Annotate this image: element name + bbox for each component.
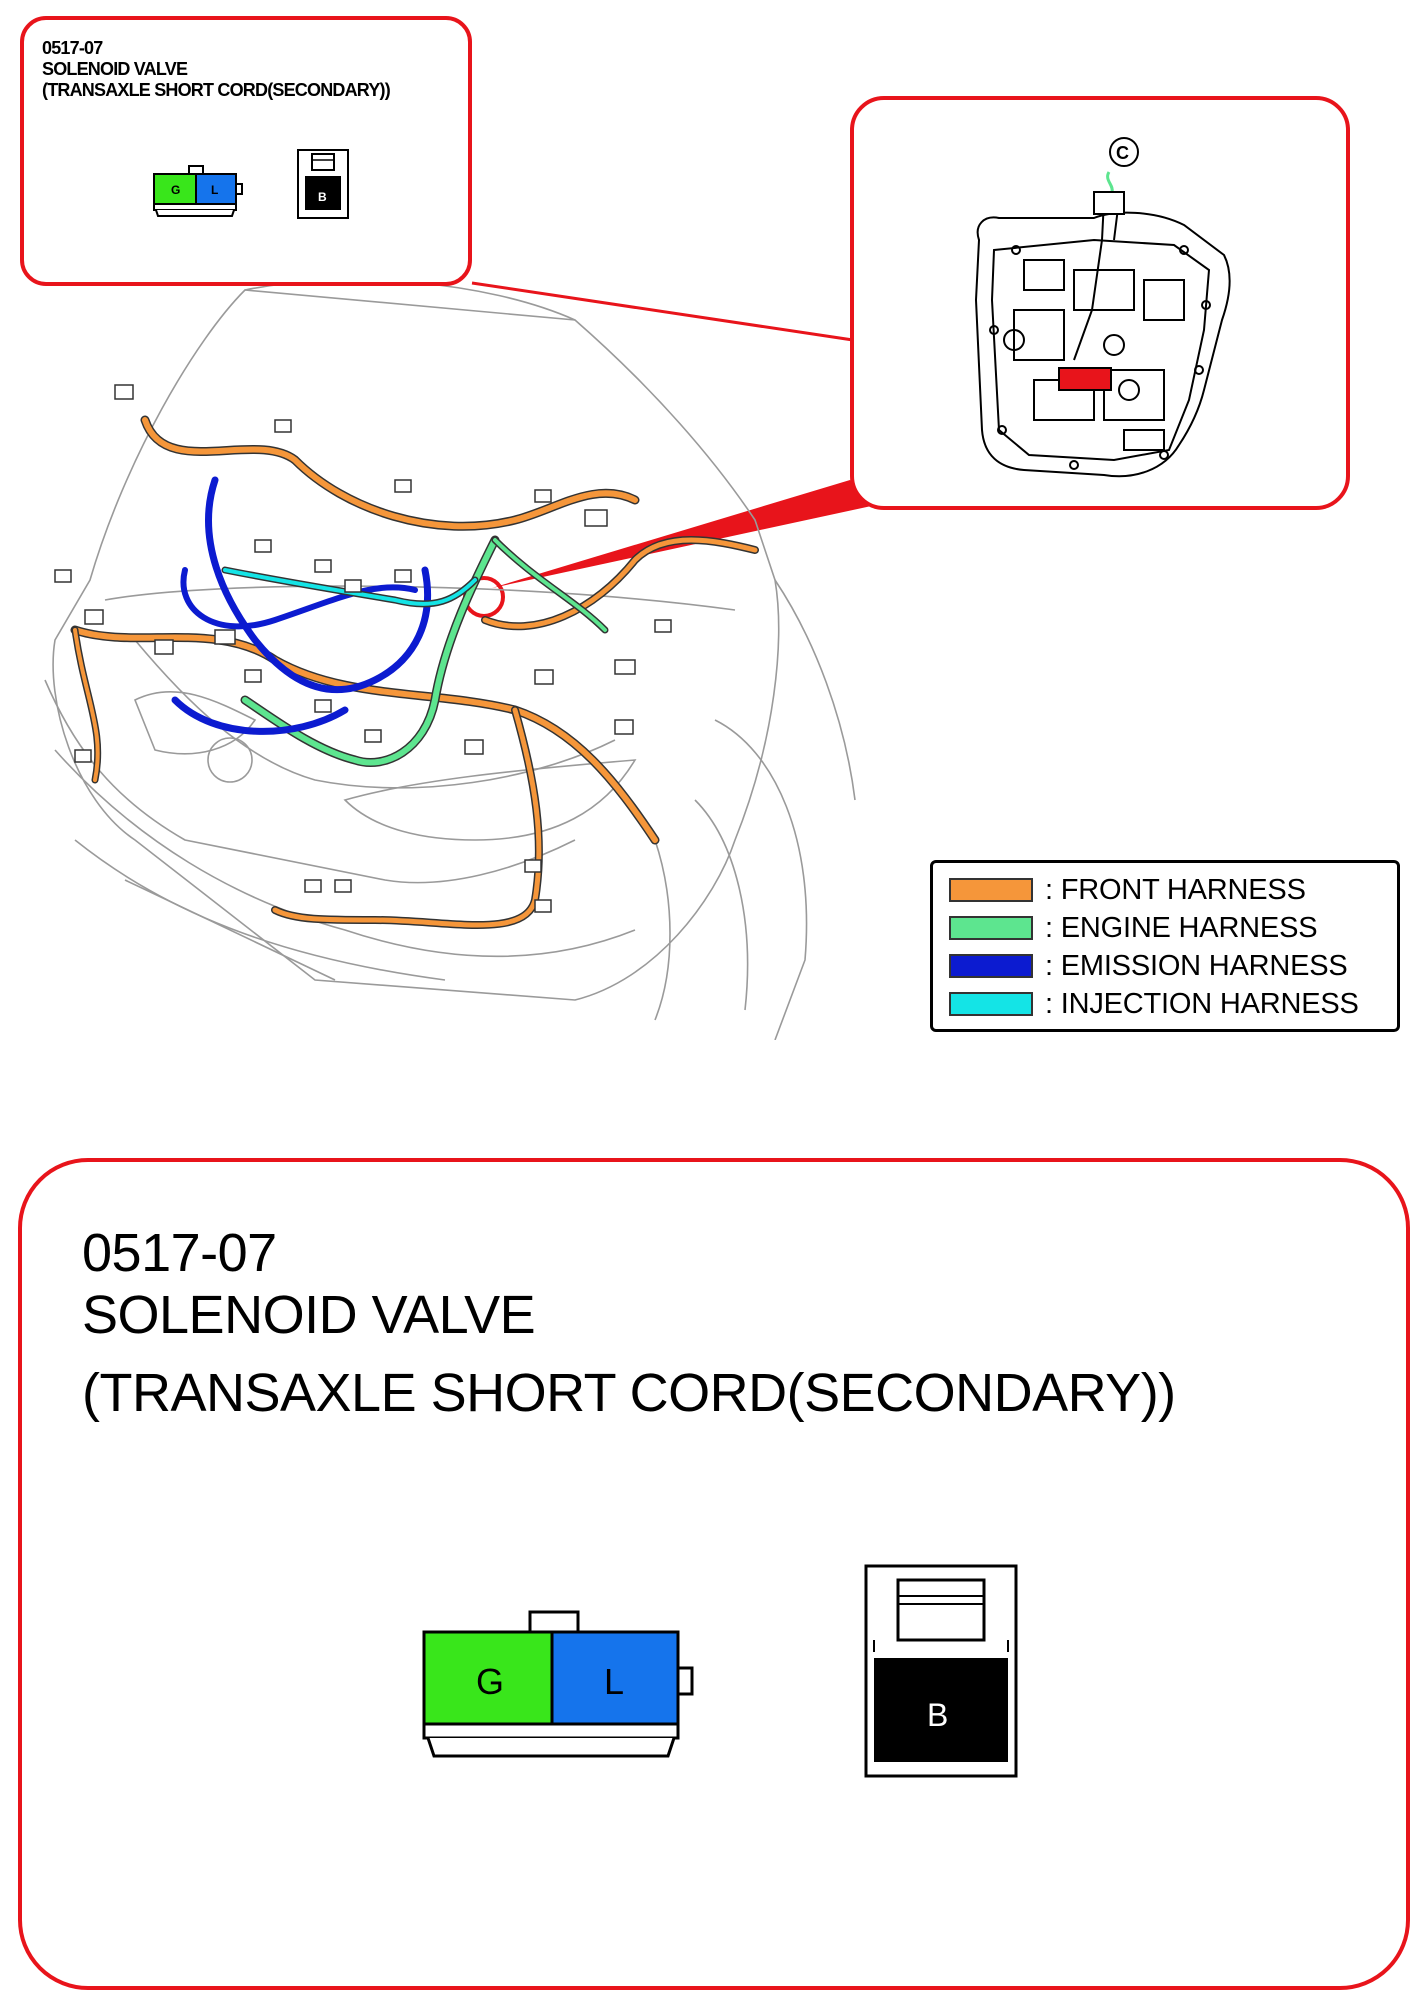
legend-label-injection: : INJECTION HARNESS: [1045, 987, 1359, 1020]
header-code: 0517-07: [42, 38, 103, 58]
header-male-connector: B: [297, 149, 349, 219]
header-callout: 0517-07 SOLENOID VALVE (TRANSAXLE SHORT …: [20, 16, 472, 286]
header-pin-g: G: [171, 183, 180, 197]
main-detail: (TRANSAXLE SHORT CORD(SECONDARY)): [82, 1363, 1176, 1423]
transaxle-detail-callout: C: [850, 96, 1350, 510]
main-code: 0517-07: [82, 1223, 277, 1283]
header-pin-l: L: [211, 183, 218, 197]
detail-marker-label: C: [1116, 143, 1129, 163]
harness-legend: : FRONT HARNESS : ENGINE HARNESS : EMISS…: [930, 860, 1400, 1032]
legend-swatch-injection: [949, 992, 1033, 1016]
legend-swatch-front: [949, 878, 1033, 902]
car-harness-illustration: [44, 280, 856, 1040]
legend-item-emission: : EMISSION HARNESS: [949, 949, 1348, 982]
header-pin-b: B: [318, 190, 327, 204]
header-detail: (TRANSAXLE SHORT CORD(SECONDARY)): [42, 80, 391, 100]
main-connector-callout: 0517-07 SOLENOID VALVE (TRANSAXLE SHORT …: [18, 1158, 1410, 1990]
legend-label-front: : FRONT HARNESS: [1045, 873, 1306, 906]
leader-wedge: [492, 480, 876, 588]
main-callout-title: 0517-07 SOLENOID VALVE (TRANSAXLE SHORT …: [82, 1222, 1176, 1424]
legend-item-front: : FRONT HARNESS: [949, 873, 1306, 906]
pin-b: B: [927, 1697, 948, 1733]
header-name: SOLENOID VALVE: [42, 59, 188, 79]
legend-item-engine: : ENGINE HARNESS: [949, 911, 1318, 944]
legend-swatch-engine: [949, 916, 1033, 940]
pin-g: G: [476, 1661, 504, 1702]
legend-swatch-emission: [949, 954, 1033, 978]
header-callout-title: 0517-07 SOLENOID VALVE (TRANSAXLE SHORT …: [42, 38, 391, 101]
main-name: SOLENOID VALVE: [82, 1285, 536, 1345]
legend-item-injection: : INJECTION HARNESS: [949, 987, 1359, 1020]
header-female-connector: G L: [153, 165, 243, 217]
legend-label-engine: : ENGINE HARNESS: [1045, 911, 1318, 944]
female-connector: G L: [422, 1610, 694, 1758]
transaxle-valve-body-illustration: C: [974, 137, 1231, 478]
male-connector: B: [864, 1564, 1018, 1778]
pin-l: L: [604, 1661, 624, 1702]
legend-label-emission: : EMISSION HARNESS: [1045, 949, 1348, 982]
